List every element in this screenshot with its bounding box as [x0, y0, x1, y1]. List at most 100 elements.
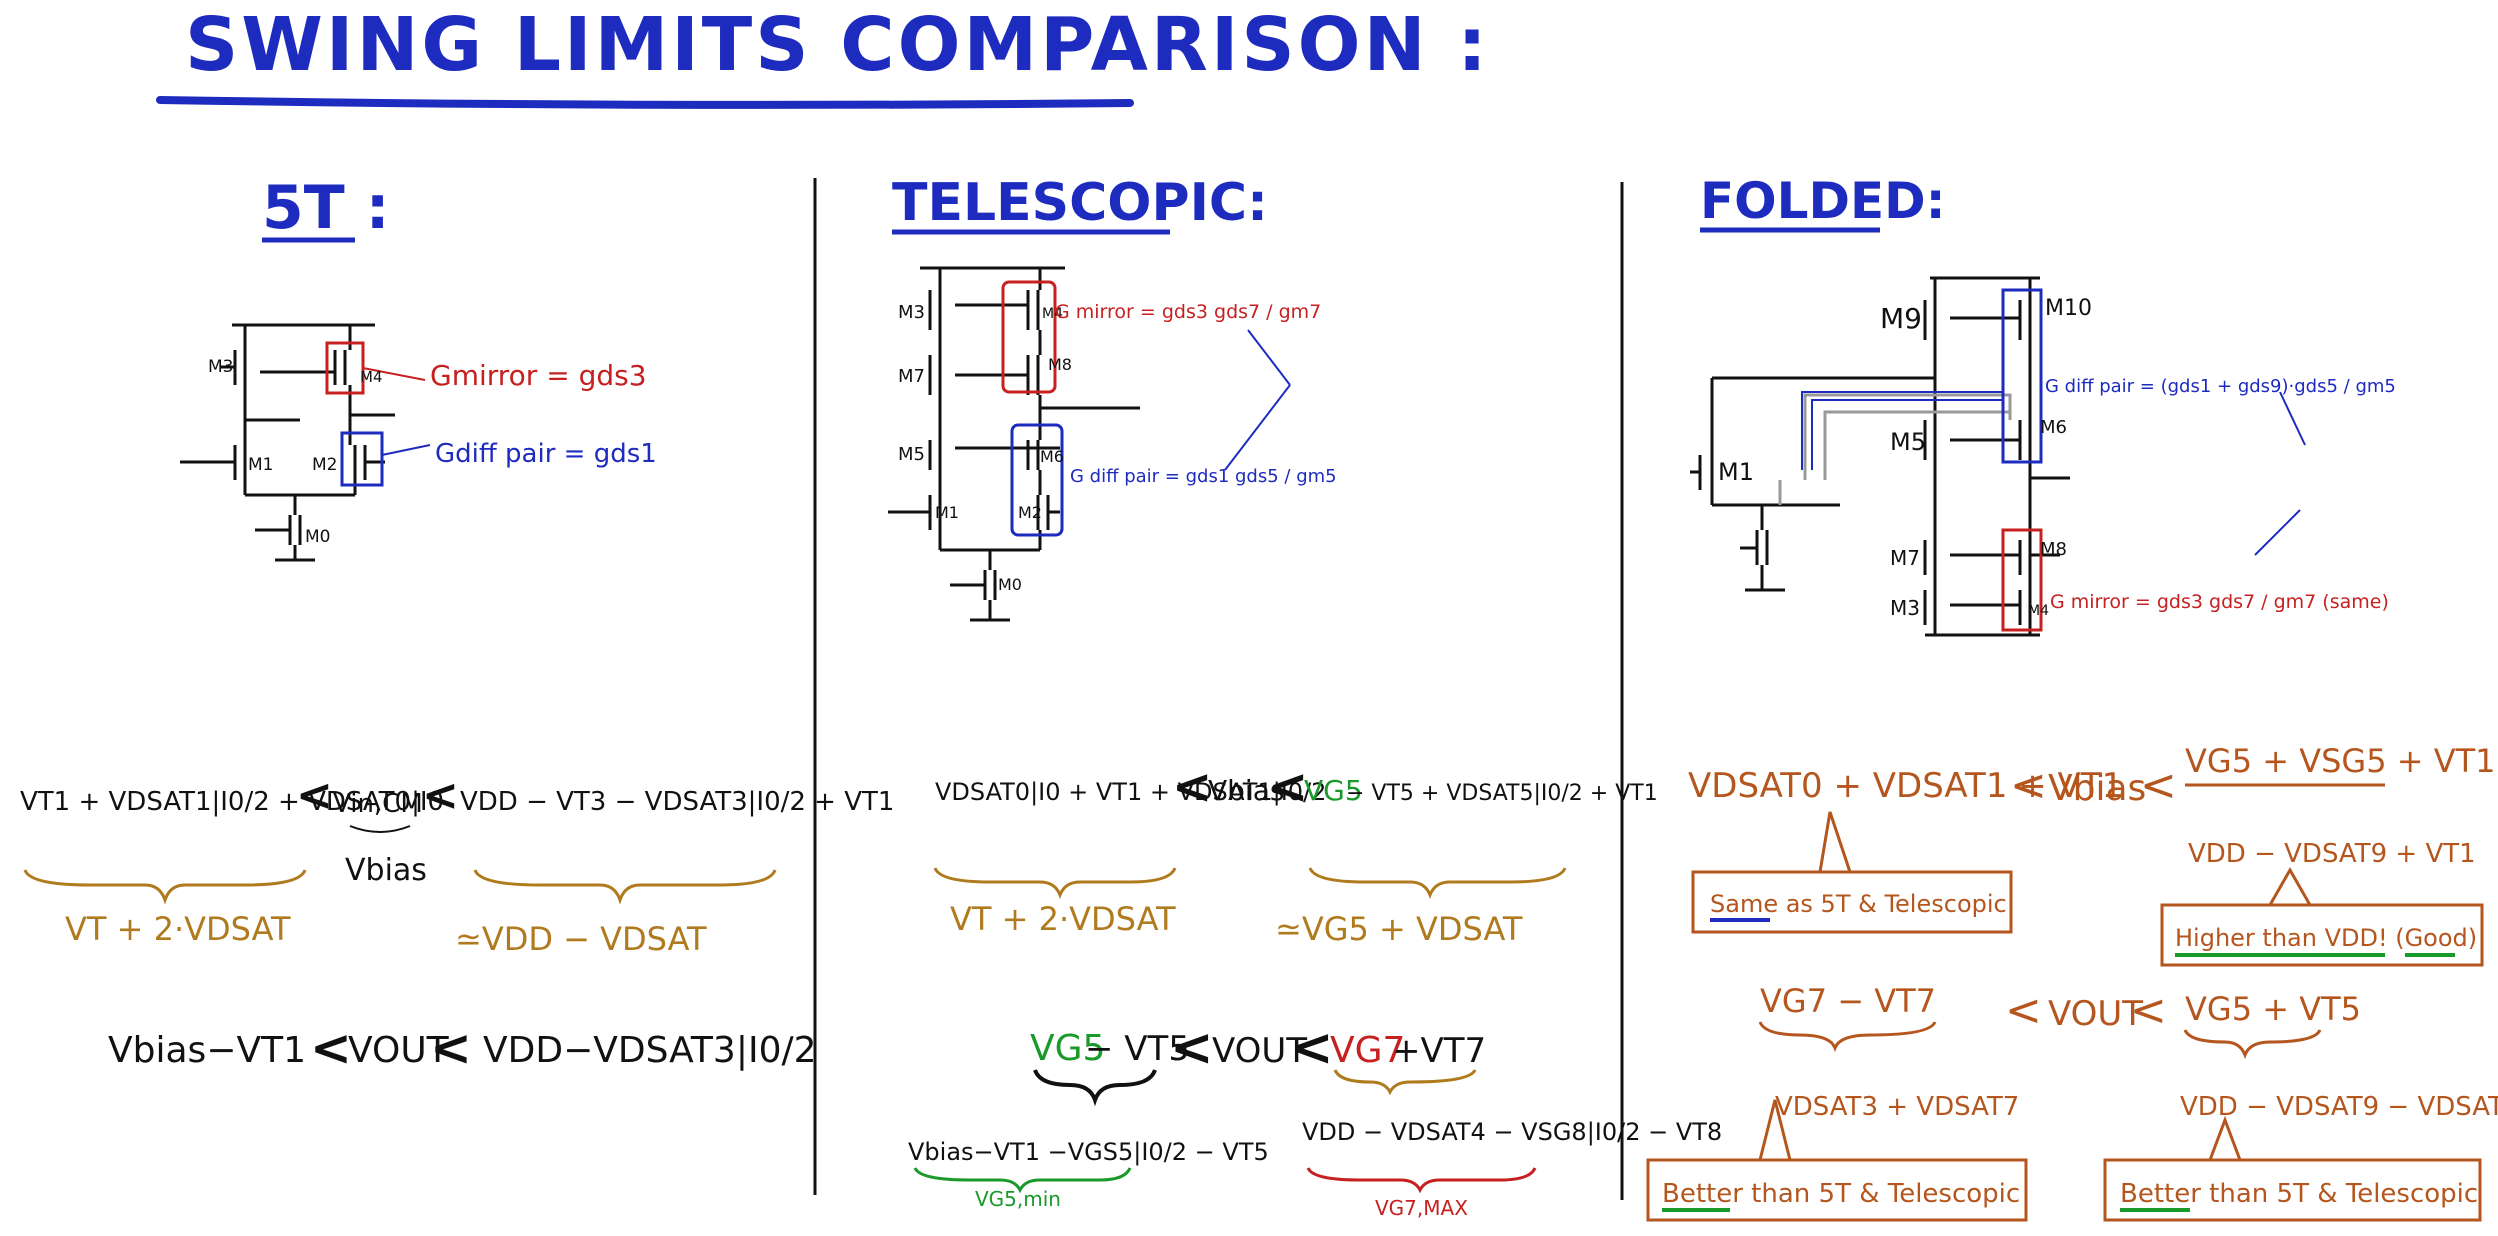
brace-left-label-tele: VT + 2·VDSAT	[950, 900, 1176, 938]
label-m5-tele: M5	[898, 444, 925, 465]
label-m1-tele: M1	[935, 503, 959, 522]
diffpair-highlight-telescopic	[1010, 423, 1064, 537]
label-m9-folded: M9	[1880, 302, 1922, 335]
label-m8-tele: M8	[1048, 355, 1072, 374]
output-left-sub-folded: VDSAT3 + VDSAT7	[1775, 1092, 2019, 1122]
input-range-mid-tele: Vbias	[1208, 774, 1284, 807]
label-m6-folded: M6	[2040, 417, 2067, 438]
note-box-3-folded	[1646, 1158, 2028, 1222]
lt-1-folded: <	[2010, 760, 2047, 811]
note-box-1-folded	[1691, 870, 2013, 934]
column-telescopic: TELESCOPIC:	[888, 173, 1722, 1220]
lt-4-folded: <	[2130, 985, 2167, 1036]
output-range-mid-5t: VOUT	[348, 1030, 450, 1071]
heading-telescopic: TELESCOPIC:	[892, 173, 1268, 233]
sub-right-tele: VDD − VDSAT4 − VSG8|I0/2 − VT8	[1302, 1118, 1722, 1146]
lt-2-tele: <	[1268, 759, 1308, 815]
label-m6-tele: M6	[1040, 447, 1064, 466]
vbias-label-5t: Vbias	[345, 853, 427, 888]
mirror-highlight-folded	[2001, 528, 2043, 632]
input-right-sub-folded: VDD − VDSAT9 + VT1	[2188, 839, 2476, 869]
input-range-right-5t: VDD − VT3 − VDSAT3|I0/2 + VT1	[460, 787, 894, 817]
label-m0-tele: M0	[998, 575, 1022, 594]
output-left-tele: − VT5	[1085, 1029, 1190, 1069]
sub-right-label-tele: VG7,MAX	[1375, 1196, 1468, 1220]
brace-left-5t	[23, 869, 307, 905]
label-m8-folded: M8	[2040, 539, 2067, 560]
column-5t: 5T :	[20, 173, 894, 1077]
sub-left-tele: Vbias−VT1 −VGS5|I0/2 − VT5	[908, 1138, 1269, 1166]
output-right-folded: VG5 + VT5	[2185, 990, 2361, 1028]
brace-right-label-5t: ≃VDD − VDSAT	[455, 920, 707, 958]
output-right-tele: +VT7	[1392, 1031, 1486, 1071]
schematic-5t	[180, 323, 395, 562]
note-3-folded: Better than 5T & Telescopic	[1662, 1179, 2020, 1209]
brace-right-5t	[473, 869, 777, 905]
input-range-right-green-tele: VG5	[1304, 774, 1363, 807]
g-mirror-5t: Gmirror = gds3	[430, 359, 647, 392]
heading-folded: FOLDED:	[1700, 172, 1946, 230]
heading-5t: 5T :	[262, 173, 390, 243]
label-m3-5t: M3	[208, 357, 233, 377]
lt-2-folded: <	[2140, 760, 2177, 811]
label-m5-folded: M5	[1890, 428, 1926, 456]
output-mid-folded: VOUT	[2048, 994, 2143, 1034]
label-m0-5t: M0	[305, 527, 330, 547]
mirror-highlight-telescopic	[1001, 280, 1057, 394]
current-path-folded	[1778, 393, 2012, 505]
label-m1-folded: M1	[1718, 458, 1754, 486]
label-m4-tele: M4	[1042, 306, 1063, 322]
label-m3-folded: M3	[1890, 596, 1920, 620]
input-range-mid-5t: Vin,CM	[333, 789, 423, 819]
note-1-folded: Same as 5T & Telescopic	[1710, 890, 2007, 918]
lt-2-5t: <	[422, 770, 459, 821]
lt-3-5t: <	[310, 1019, 352, 1077]
note-box-2-folded	[2160, 903, 2484, 967]
note-box-4-folded	[2103, 1158, 2482, 1222]
sub-left-label-tele: VG5,min	[975, 1187, 1061, 1211]
label-m7-folded: M7	[1890, 546, 1920, 570]
label-m2-tele: M2	[1018, 503, 1042, 522]
output-range-left-5t: Vbias−VT1	[108, 1030, 306, 1071]
output-right-red-tele: VG7	[1330, 1030, 1405, 1071]
lt-3-tele: <	[1170, 1018, 1214, 1078]
label-m10-folded: M10	[2045, 296, 2092, 321]
note-4-folded: Better than 5T & Telescopic	[2120, 1179, 2478, 1209]
label-m4-folded: M4	[2028, 603, 2049, 619]
lt-1-tele: <	[1172, 759, 1212, 815]
g-diff-5t: Gdiff pair = gds1	[435, 439, 657, 469]
g-diff-folded: G diff pair = (gds1 + gds9)·gds5 / gm5	[2045, 376, 2396, 397]
output-left-folded: VG7 − VT7	[1760, 982, 1936, 1020]
lt-3-folded: <	[2005, 985, 2042, 1036]
schematic-folded	[1690, 276, 2070, 637]
output-left-green-tele: VG5	[1030, 1028, 1105, 1069]
column-folded: FOLDED:	[1646, 172, 2498, 1222]
lt-4-tele: <	[1290, 1018, 1334, 1078]
label-m2-5t: M2	[312, 455, 337, 475]
brace-right-label-tele: ≃VG5 + VDSAT	[1275, 910, 1523, 948]
input-range-left-tele: VDSAT0|I0 + VT1 + VDSAT1|I0/2	[935, 778, 1326, 806]
lt-4-5t: <	[430, 1019, 472, 1077]
g-mirror-telescopic: G mirror = gds3 gds7 / gm7	[1055, 301, 1321, 323]
output-range-right-5t: VDD−VDSAT3|I0/2	[483, 1030, 817, 1071]
output-right-sub-folded: VDD − VDSAT9 − VDSAT5	[2180, 1092, 2498, 1122]
diffpair-highlight-5t	[340, 431, 384, 487]
brace-left-label-5t: VT + 2·VDSAT	[65, 910, 291, 948]
input-mid-folded: Vbias	[2048, 768, 2146, 809]
diffpair-path-folded	[1801, 391, 2003, 470]
output-mid-tele: VOUT	[1212, 1031, 1307, 1071]
lt-1-5t: <	[296, 770, 333, 821]
schematic-telescopic	[888, 266, 1140, 622]
title-underline	[156, 96, 1134, 109]
input-range-left-5t: VT1 + VDSAT1|I0/2 + VDSAT0|I0	[20, 787, 444, 817]
page-title: SWING LIMITS COMPARISON :	[185, 2, 1490, 88]
note-2-folded: Higher than VDD! (Good)	[2175, 924, 2477, 952]
input-range-right-tele: − VT5 + VDSAT5|I0/2 + VT1	[1346, 781, 1658, 806]
label-m4-5t: M4	[360, 368, 383, 386]
input-left-folded: VDSAT0 + VDSAT1 + VT1	[1688, 766, 2123, 806]
input-right-folded: VG5 + VSG5 + VT1	[2185, 742, 2496, 780]
brace-left-tele	[933, 867, 1177, 900]
diffpair-highlight-folded	[2001, 288, 2043, 464]
label-m3-tele: M3	[898, 302, 925, 323]
